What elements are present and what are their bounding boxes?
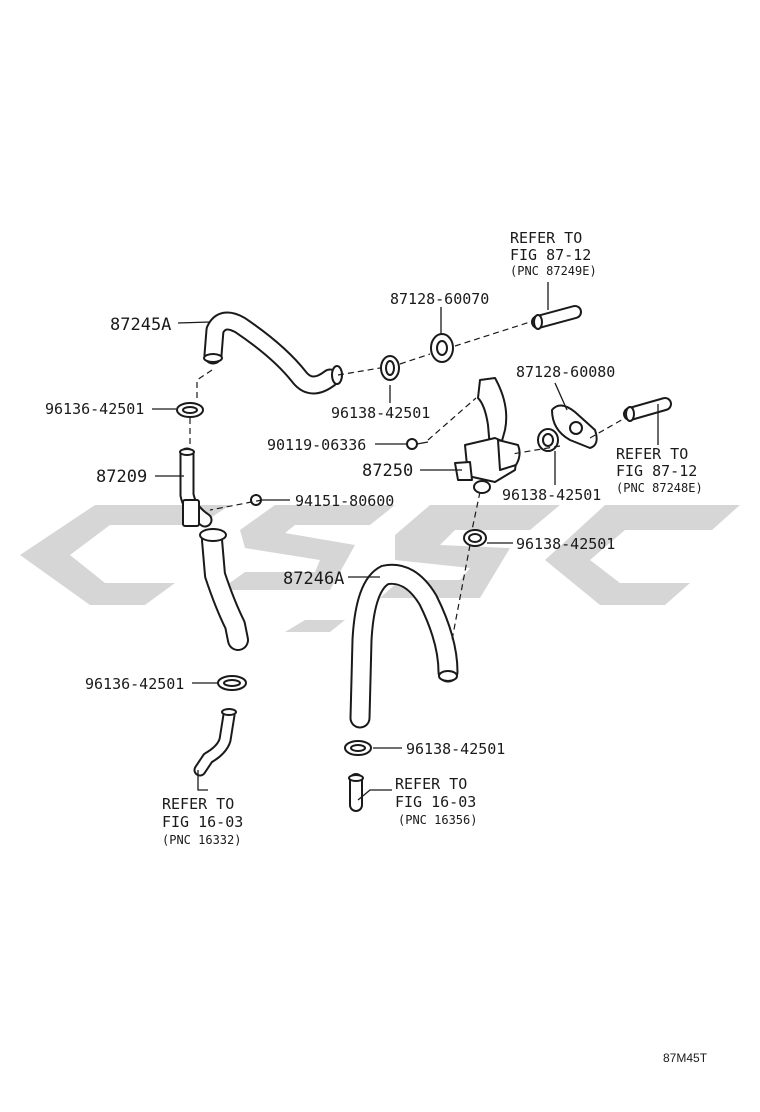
leader-lines	[152, 282, 659, 801]
ref-top-line2: FIG 87-12	[510, 246, 591, 264]
label-90119: 90119-06336	[267, 436, 366, 454]
pipe-upper-right-1	[531, 305, 582, 330]
ref-left-line3: (PNC 16332)	[162, 833, 241, 847]
watermark	[20, 505, 740, 632]
ref-mid-line2: FIG 16-03	[395, 793, 476, 811]
clamp-96138-mid	[463, 529, 487, 547]
pipe-upper-right-2	[623, 397, 672, 422]
label-96138-mid: 96138-42501	[516, 535, 615, 553]
label-87209: 87209	[96, 467, 147, 487]
ref-note-mid: REFER TO FIG 16-03 (PNC 16356)	[395, 775, 477, 827]
diagram-code: 87M45T	[663, 1051, 708, 1065]
label-87246a: 87246A	[283, 569, 344, 589]
ref-right-line2: FIG 87-12	[616, 462, 697, 480]
hose-87245a	[203, 311, 343, 395]
union-87128-60070	[430, 333, 454, 363]
clamp-96136-top	[176, 402, 204, 418]
ref-note-left: REFER TO FIG 16-03 (PNC 16332)	[162, 795, 243, 847]
pipe-lower-left	[193, 708, 237, 777]
label-96138-right: 96138-42501	[502, 486, 601, 504]
label-96138-top: 96138-42501	[331, 404, 430, 422]
clamp-96138-bottom	[344, 740, 372, 756]
ref-note-right: REFER TO FIG 87-12 (PNC 87248E)	[616, 445, 703, 495]
label-87128-60080: 87128-60080	[516, 363, 615, 381]
ref-mid-line1: REFER TO	[395, 775, 467, 793]
ref-top-line3: (PNC 87249E)	[510, 264, 597, 278]
ref-note-top: REFER TO FIG 87-12 (PNC 87249E)	[510, 229, 597, 278]
assembly-lines	[189, 321, 626, 641]
ref-right-line3: (PNC 87248E)	[616, 481, 703, 495]
clamp-96138-right	[537, 428, 559, 452]
pipe-lower-mid	[348, 773, 364, 812]
label-94151: 94151-80600	[295, 492, 394, 510]
ref-mid-line3: (PNC 16356)	[398, 813, 477, 827]
label-87245a: 87245A	[110, 315, 171, 335]
hose-87209	[179, 447, 249, 651]
water-valve-87250	[454, 377, 521, 494]
hose-87246a	[349, 563, 459, 729]
ref-left-line2: FIG 16-03	[162, 813, 243, 831]
label-96138-bottom: 96138-42501	[406, 740, 505, 758]
clamp-96138-top	[380, 355, 400, 381]
label-96136-bottom: 96136-42501	[85, 675, 184, 693]
ref-top-line1: REFER TO	[510, 229, 582, 247]
ref-right-line1: REFER TO	[616, 445, 688, 463]
label-87250: 87250	[362, 461, 413, 481]
label-96136-top: 96136-42501	[45, 400, 144, 418]
clamp-96136-bottom	[217, 675, 247, 691]
bolt-90119	[406, 438, 429, 450]
part-labels: 87245A 96136-42501 87209 94151-80600 961…	[45, 290, 615, 758]
ref-left-line1: REFER TO	[162, 795, 234, 813]
gasket-87128-60080	[551, 404, 598, 449]
label-87128-60070: 87128-60070	[390, 290, 489, 308]
